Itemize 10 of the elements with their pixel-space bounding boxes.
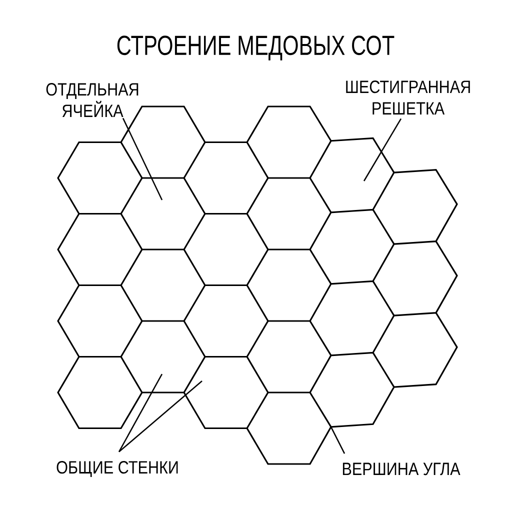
leader-line (330, 426, 346, 454)
leader-line (118, 374, 163, 452)
callout-label: ОБЩИЕ СТЕНКИ (56, 461, 178, 477)
callout-label: ШЕСТИГРАННАЯ РЕШЕТКА (346, 80, 470, 114)
callout-label: ОТДЕЛЬНАЯ ЯЧЕЙКА (46, 83, 138, 117)
callout-label: ВЕРШИНА УГЛА (342, 462, 460, 476)
leader-line (118, 380, 202, 452)
leader-line (363, 118, 402, 182)
title: СТРОЕНИЕ МЕДОВЫХ СОТ (117, 36, 394, 60)
leader-line (122, 118, 163, 200)
